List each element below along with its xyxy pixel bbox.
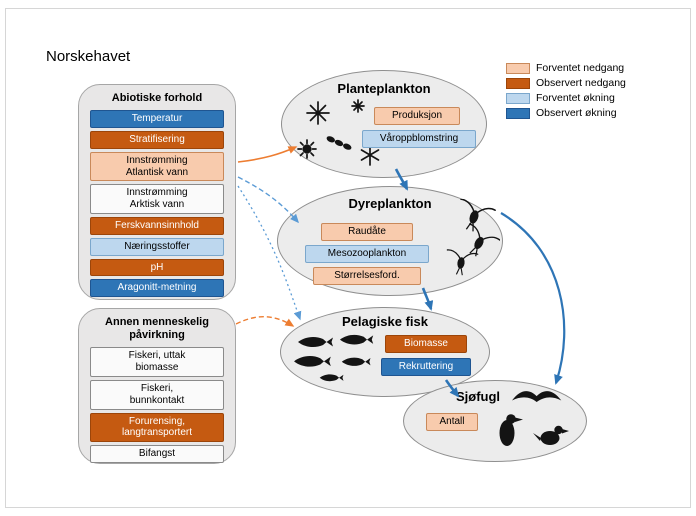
fish-icon bbox=[294, 334, 374, 382]
node-title-planteplankton: Planteplankton bbox=[337, 81, 431, 96]
status-box-antall: Antall bbox=[426, 413, 478, 431]
status-box-fiskeri-uttak: Fiskeri, uttak biomasse bbox=[90, 347, 224, 377]
legend: Forventet nedgang Observert nedgang Forv… bbox=[506, 62, 626, 119]
panel-abiotiske-forhold: Abiotiske forhold Temperatur Stratifiser… bbox=[78, 84, 236, 300]
seabird-icon bbox=[499, 391, 569, 446]
status-box-stratifisering: Stratifisering bbox=[90, 130, 224, 149]
status-box-bifangst: Bifangst bbox=[90, 445, 224, 463]
legend-label: Forventet økning bbox=[536, 92, 615, 104]
status-box-innstromming-atlantisk: Innstrømming Atlantisk vann bbox=[90, 151, 224, 182]
status-box-fiskeri-bunnkontakt: Fiskeri, bunnkontakt bbox=[90, 379, 224, 410]
legend-label: Forventet nedgang bbox=[536, 62, 625, 74]
status-box-aragonitt-metning: Aragonitt-metning bbox=[90, 279, 224, 298]
status-box-produksjon: Produksjon bbox=[374, 107, 460, 125]
status-box-temperatur: Temperatur bbox=[90, 110, 224, 128]
legend-item: Forventet økning bbox=[506, 92, 626, 104]
legend-item: Observert nedgang bbox=[506, 77, 626, 89]
legend-swatch-forventet-okning bbox=[506, 92, 530, 104]
page-title: Norskehavet bbox=[46, 48, 131, 65]
legend-item: Observert økning bbox=[506, 107, 626, 119]
legend-label: Observert økning bbox=[536, 107, 617, 119]
phytoplankton-icon bbox=[297, 99, 380, 166]
node-sjofugl: Sjøfugl Antall bbox=[403, 380, 587, 462]
status-box-mesozooplankton: Mesozooplankton bbox=[305, 245, 429, 263]
status-box-raudate: Raudåte bbox=[321, 223, 413, 241]
panel-menneskelig-pavirkning: Annen menneskelig påvirkning Fiskeri, ut… bbox=[78, 308, 236, 464]
status-box-ph: pH bbox=[90, 258, 224, 277]
node-title-sjofugl: Sjøfugl bbox=[455, 389, 501, 404]
legend-swatch-observert-okning bbox=[506, 107, 530, 119]
status-box-forurensing: Forurensing, langtransportert bbox=[90, 412, 224, 443]
status-box-varoppblomstring: Våroppblomstring bbox=[362, 130, 476, 148]
legend-swatch-forventet-nedgang bbox=[506, 62, 530, 74]
panel-title: Annen menneskelig påvirkning bbox=[105, 316, 209, 342]
status-box-naeringsstoffer: Næringsstoffer bbox=[90, 237, 224, 256]
legend-item: Forventet nedgang bbox=[506, 62, 626, 74]
status-box-innstromming-arktisk: Innstrømming Arktisk vann bbox=[90, 184, 224, 214]
arrow-dyreplankton-to-sjofugl bbox=[500, 212, 566, 385]
node-title-pelagiske-fisk: Pelagiske fisk bbox=[342, 314, 428, 329]
status-box-storrelsesford: Størrelsesford. bbox=[313, 267, 421, 285]
node-dyreplankton: Dyreplankton Raudåte Mesozooplankton Stø… bbox=[277, 186, 503, 296]
legend-label: Observert nedgang bbox=[536, 77, 626, 89]
zooplankton-icon bbox=[443, 199, 500, 278]
panel-title: Abiotiske forhold bbox=[111, 92, 203, 104]
status-box-rekruttering: Rekruttering bbox=[381, 358, 471, 376]
legend-swatch-observert-nedgang bbox=[506, 77, 530, 89]
node-pelagiske-fisk: Pelagiske fisk Biomasse Rekruttering bbox=[280, 307, 490, 397]
node-title-dyreplankton: Dyreplankton bbox=[348, 196, 432, 211]
arrow-abiotic-to-planteplankton bbox=[237, 146, 298, 163]
status-box-ferskvannsinnhold: Ferskvannsinnhold bbox=[90, 216, 224, 235]
status-box-biomasse: Biomasse bbox=[385, 335, 467, 353]
node-planteplankton: Planteplankton Produksjon Våroppblomstri… bbox=[281, 70, 487, 178]
